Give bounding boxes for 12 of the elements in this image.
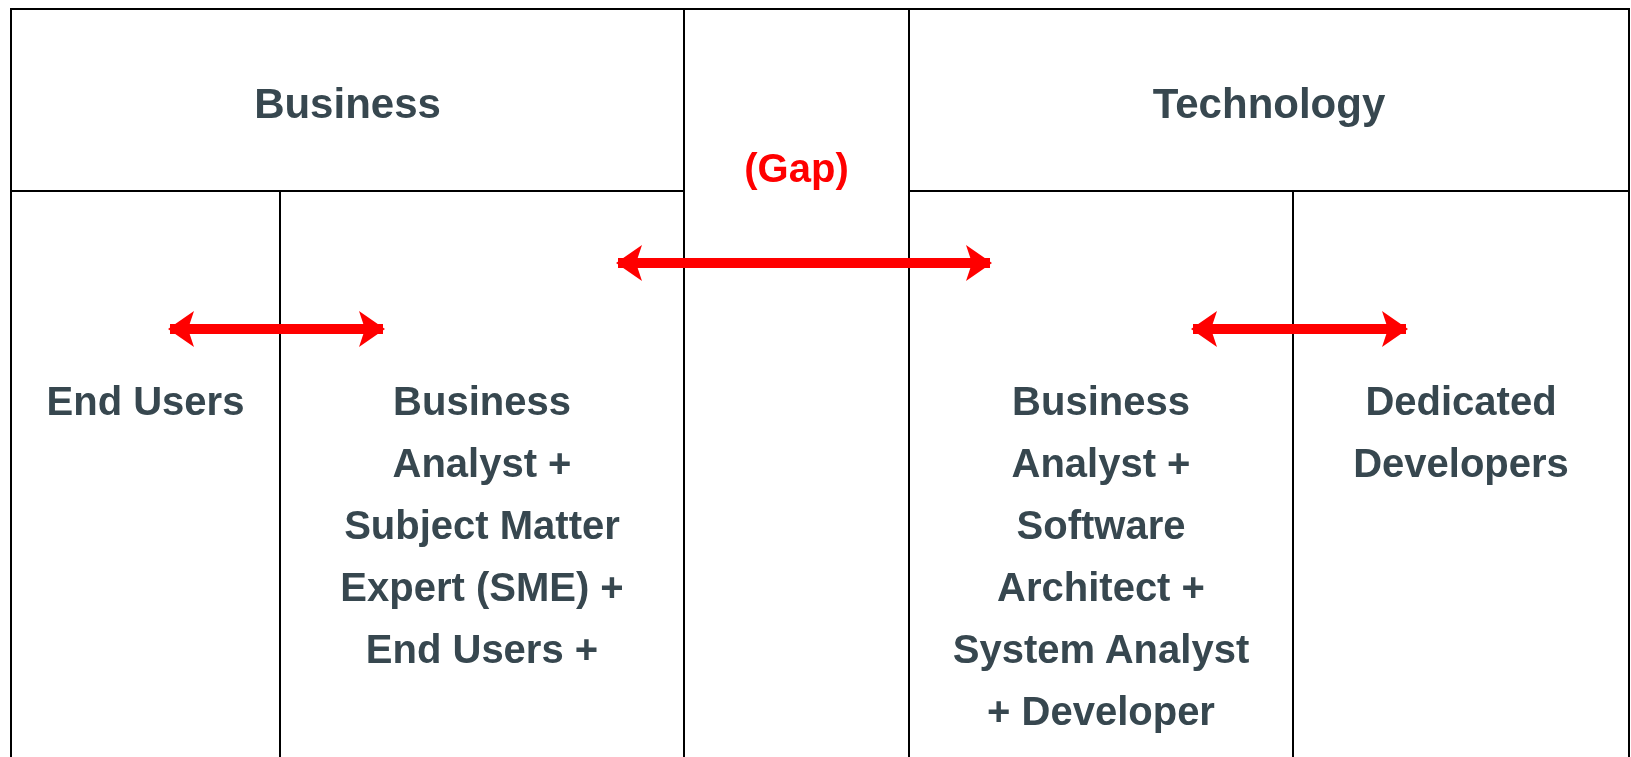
gap-label: (Gap) <box>740 138 853 198</box>
role-label: Business Analyst + Subject Matter Expert (SME) + End Users + <box>339 378 625 673</box>
column-heading: Technology <box>1151 79 1387 129</box>
table-cell <box>10 8 685 192</box>
column-heading: Business <box>253 79 442 129</box>
role-label: Business Analyst + Software Architect + System Analyst + Developer <box>951 378 1251 735</box>
role-label: End Users <box>45 378 246 425</box>
table-cell <box>908 8 1630 192</box>
double-arrow <box>1191 311 1408 347</box>
double-arrow <box>616 245 992 281</box>
role-label: Dedicated Developers <box>1352 378 1570 487</box>
double-arrow <box>168 311 385 347</box>
